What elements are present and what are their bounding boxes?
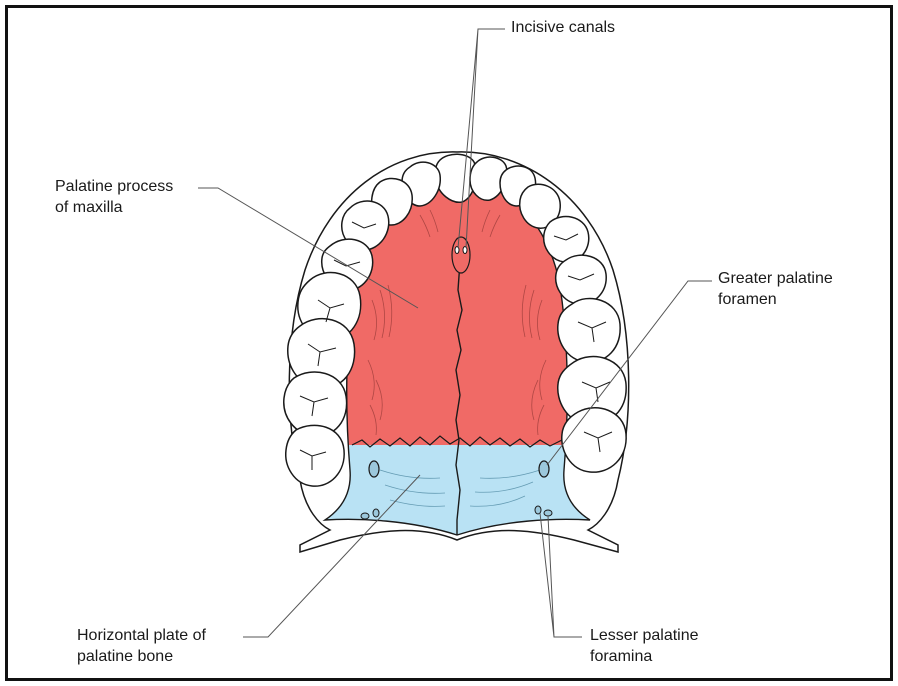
label-palatine-process-line2: of maxilla <box>55 197 173 218</box>
label-horizontal-plate: Horizontal plate of palatine bone <box>77 625 206 667</box>
greater-palatine-foramen-right <box>539 461 549 477</box>
lesser-palatine-foramen-left-1 <box>361 513 369 519</box>
label-greater-palatine: Greater palatine foramen <box>718 268 833 310</box>
lesser-palatine-foramen-right-1 <box>535 506 541 514</box>
label-palatine-process-line1: Palatine process <box>55 176 173 197</box>
label-lesser-palatine-line2: foramina <box>590 646 699 667</box>
label-incisive-canals: Incisive canals <box>511 17 615 38</box>
tooth-molar1-right <box>558 298 620 362</box>
tooth-molar3-right <box>562 408 626 472</box>
lesser-palatine-foramen-right-2 <box>544 510 552 516</box>
incisive-canal-oval <box>452 237 470 273</box>
label-greater-palatine-line1: Greater palatine <box>718 268 833 289</box>
label-greater-palatine-line2: foramen <box>718 289 833 310</box>
label-horizontal-plate-line1: Horizontal plate of <box>77 625 206 646</box>
label-horizontal-plate-line2: palatine bone <box>77 646 206 667</box>
label-palatine-process: Palatine process of maxilla <box>55 176 173 218</box>
label-lesser-palatine-line1: Lesser palatine <box>590 625 699 646</box>
greater-palatine-foramen-left <box>369 461 379 477</box>
tooth-molar4-left <box>286 425 344 486</box>
label-lesser-palatine: Lesser palatine foramina <box>590 625 699 667</box>
lesser-palatine-foramen-left-2 <box>373 509 379 517</box>
